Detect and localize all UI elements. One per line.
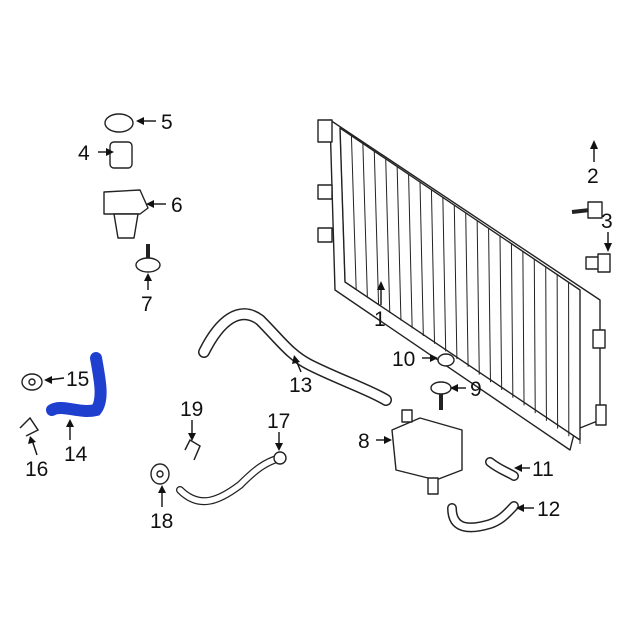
radiator-fin	[499, 235, 503, 391]
radiator-fin	[465, 212, 469, 367]
radiator-fin	[339, 127, 346, 283]
radiator-fin	[362, 143, 368, 298]
callout-14: 14	[64, 443, 88, 466]
hose-14[interactable]	[46, 352, 107, 417]
clip-19[interactable]	[184, 438, 201, 461]
cap-10[interactable]	[437, 353, 455, 367]
radiator-fin	[522, 251, 525, 406]
callout-3: 3	[601, 210, 613, 233]
reservoir-8[interactable]	[391, 409, 463, 495]
radiator-fin	[396, 166, 402, 321]
cap-5[interactable]	[104, 113, 134, 133]
callout-15: 15	[66, 368, 89, 391]
radiator-fin	[453, 205, 458, 360]
radiator-fin	[430, 189, 436, 344]
radiator-fin	[442, 197, 447, 352]
radiator-fin	[408, 174, 413, 329]
radiator-fin	[373, 151, 380, 306]
clip-16[interactable]	[19, 416, 40, 437]
callout-7: 7	[141, 293, 153, 316]
callout-8: 8	[358, 430, 370, 453]
radiator-fin	[419, 181, 424, 337]
callout-2: 2	[587, 165, 599, 188]
bolt-7[interactable]	[135, 244, 161, 273]
radiator-fin	[476, 220, 480, 375]
callout-5: 5	[161, 111, 173, 134]
callout-6: 6	[171, 194, 183, 217]
radiator-fin	[533, 259, 536, 414]
callout-1: 1	[374, 308, 386, 331]
radiator[interactable]	[317, 119, 607, 451]
bolt-9[interactable]	[430, 381, 452, 410]
callout-16: 16	[25, 458, 48, 481]
connector-17[interactable]	[273, 451, 287, 465]
radiator-fin	[488, 228, 491, 383]
radiator-fin	[350, 135, 357, 290]
callout-10: 10	[392, 348, 415, 371]
mount-bracket-6[interactable]	[103, 189, 149, 239]
radiator-fin	[545, 266, 547, 421]
callout-12: 12	[537, 498, 560, 521]
bracket-clip-4[interactable]	[109, 141, 133, 169]
leader-arrows	[28, 117, 612, 512]
callout-13: 13	[289, 374, 312, 397]
washer-18[interactable]	[150, 463, 170, 485]
bolt-3[interactable]	[585, 253, 611, 273]
callout-4: 4	[78, 142, 90, 165]
callout-11: 11	[532, 458, 554, 481]
bolt-2[interactable]	[571, 201, 603, 219]
callout-19: 19	[180, 398, 203, 421]
callout-18: 18	[150, 510, 173, 533]
callout-labels: 1 2 3 4 5 6 7 8 9 10 11 12 13 14 15 16 1…	[25, 111, 613, 533]
callout-17: 17	[267, 410, 290, 433]
radiator-fin	[510, 243, 514, 398]
washer-15[interactable]	[21, 373, 43, 391]
callout-9: 9	[470, 378, 482, 401]
radiator-fin	[385, 158, 391, 313]
